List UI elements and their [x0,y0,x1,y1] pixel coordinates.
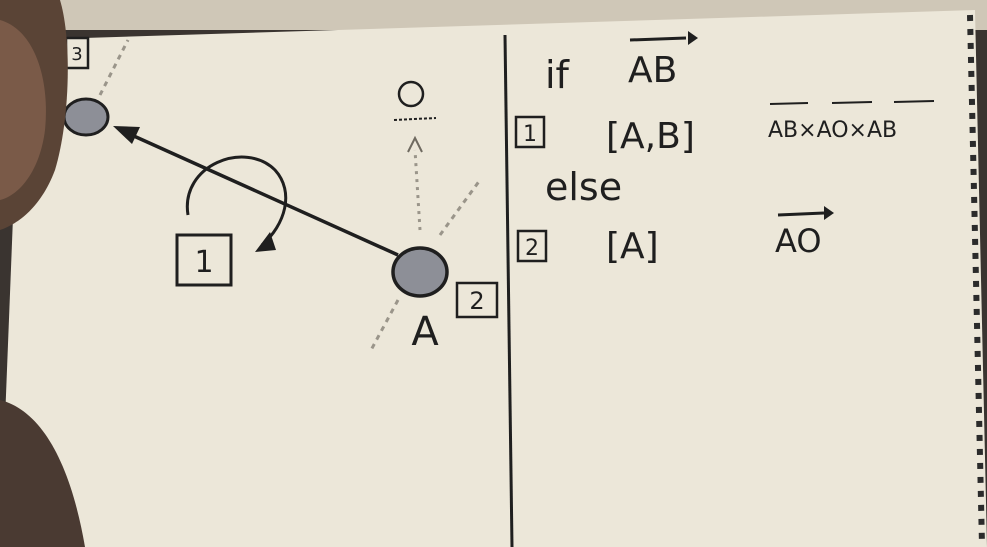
left-diagram: 3 1 A 2 [62,36,499,355]
case-2-box [516,229,548,263]
rotation-arrow [185,155,288,247]
region-1-box [175,233,233,287]
else-keyword: else [545,165,622,209]
right-notes: if AB 1 [A,B] AB×AO×AB else 2 [A] AO [514,31,935,267]
vector-ab-arrowhead [113,126,140,144]
presenter-silhouette [0,0,85,547]
vec-ab-text: AB [628,50,677,91]
case-2-simplex: [A] [606,226,659,267]
guide-line-a-up [438,179,482,236]
origin-arrowhead [407,135,423,153]
vec-ao-text: AO [775,222,822,260]
case-1-simplex: [A,B] [606,116,695,157]
vec-ao-arrowhead [824,206,834,220]
vec-ao-overbar [777,211,825,217]
region-1-label: 1 [194,245,213,280]
origin-scribble [393,117,437,121]
triple-bar-1 [769,102,809,105]
guide-line-b [98,39,130,96]
region-2-box [455,281,499,319]
if-keyword: if [545,53,571,97]
triple-bar-3 [893,100,935,103]
origin-circle-icon [397,80,425,108]
point-a [391,246,449,298]
spiral-binding [967,14,985,546]
triple-product: AB×AO×AB [768,118,897,143]
region-2-label: 2 [469,287,484,315]
region-3-label: 3 [71,44,82,65]
triple-bar-2 [831,101,873,104]
case-2-number: 2 [525,236,539,261]
point-a-label: A [411,309,439,355]
rotation-arrowhead [255,232,276,252]
point-b [62,97,110,137]
vector-ab-arrow [124,130,399,257]
case-1-box [514,115,546,149]
vec-ab-arrowhead [688,31,698,45]
case-1-number: 1 [523,122,537,147]
divider-line [503,34,514,547]
vec-ab-overbar [629,36,687,42]
origin-direction-dots [413,149,422,231]
paper-sheet [0,10,987,547]
